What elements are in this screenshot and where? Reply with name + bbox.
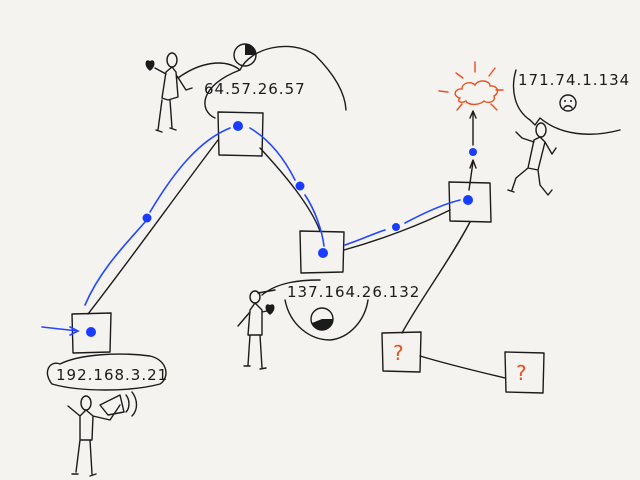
person-source-user: [67, 391, 138, 477]
person-destination-user: [507, 122, 557, 196]
person-hop2-admin: [237, 289, 276, 370]
link-source-hop1: [87, 139, 219, 315]
unknown-mark-2: ?: [516, 361, 527, 385]
router-box-hop2[interactable]: [299, 230, 345, 274]
router-boxes: [71, 111, 545, 394]
link-hop2-hop3: [343, 209, 451, 251]
node-dot-hop3: [463, 195, 473, 205]
speech-bubble-destination: [512, 69, 621, 135]
internet-cloud-icon: [438, 61, 504, 111]
route-entry-arrow: [41, 326, 79, 332]
clock-icon: [310, 307, 334, 331]
route-dot: [392, 223, 400, 231]
router-box-source[interactable]: [71, 312, 112, 354]
router-box-hop3[interactable]: [448, 181, 492, 223]
link-hop1-hop2: [259, 147, 321, 232]
route-segment-1: [84, 127, 231, 306]
sad-face-icon: [559, 94, 577, 112]
link-hop3-unknown1: [401, 221, 471, 334]
route-dot: [295, 181, 305, 191]
route-dot: [469, 148, 477, 156]
packet-route: [41, 121, 477, 337]
node-dot-hop2: [318, 248, 328, 258]
node-dot-hop1: [233, 121, 243, 131]
router-box-unknown1[interactable]: [381, 331, 422, 373]
route-segment-2: [249, 127, 325, 247]
route-segment-3: [344, 199, 461, 246]
ip-label-source: 192.168.3.21: [56, 366, 168, 384]
route-dot: [142, 213, 152, 223]
speech-bubble-source: [46, 353, 167, 391]
speech-bubble-hop1: [177, 45, 347, 119]
arrow-to-internet: [468, 110, 477, 191]
clock-icon: [233, 43, 257, 67]
router-box-unknown2[interactable]: [504, 351, 545, 394]
ip-label-destination: 171.74.1.134: [518, 71, 630, 89]
ip-label-hop2: 137.164.26.132: [287, 283, 420, 301]
unknown-mark-1: ?: [393, 341, 404, 365]
person-hop1-admin: [145, 52, 193, 133]
network-links: [87, 139, 506, 379]
node-dot-source: [86, 327, 96, 337]
router-box-hop1[interactable]: [217, 111, 264, 157]
route-entry-arrowhead: [69, 326, 80, 336]
ip-label-hop1: 64.57.26.57: [204, 80, 306, 98]
link-unknown1-unknown2: [419, 355, 506, 379]
